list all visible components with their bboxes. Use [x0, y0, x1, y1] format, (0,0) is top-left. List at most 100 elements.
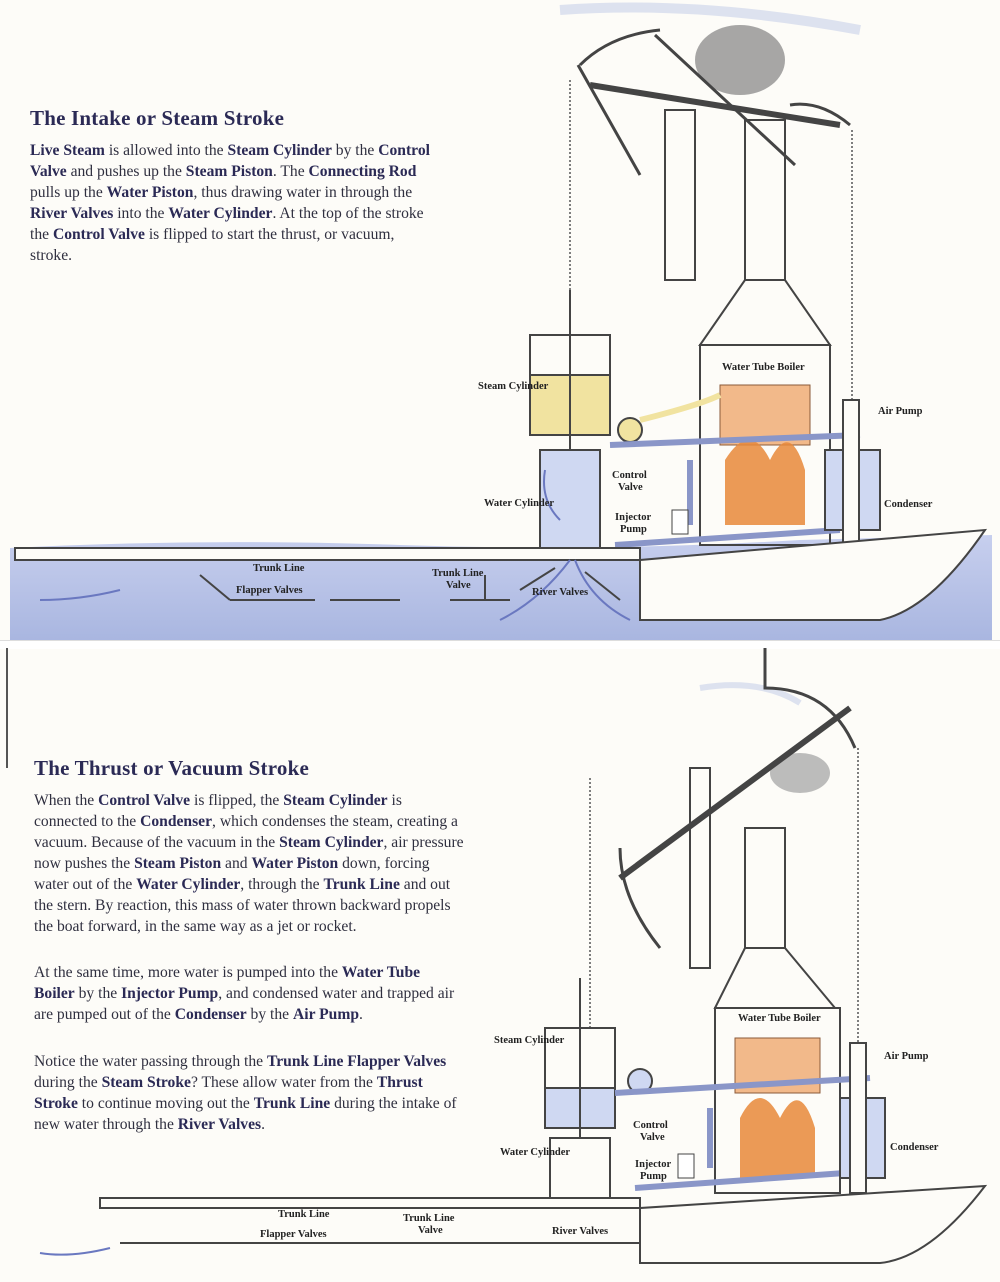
bold-term: Trunk Line — [323, 876, 400, 893]
boiler-frame — [699, 344, 831, 546]
text-run: pulls up the — [30, 184, 107, 201]
water-flow-arrows — [499, 469, 631, 621]
bold-term: Steam Cylinder — [279, 834, 384, 851]
bold-term: Air Pump — [293, 1006, 359, 1023]
text-run: into the — [113, 205, 169, 222]
bold-term: Live Steam — [30, 142, 105, 159]
label-water-tube-boiler: Water Tube Boiler — [722, 362, 805, 373]
text-run: ? These allow water from the — [190, 1074, 377, 1091]
text-run: is connected to the — [34, 792, 402, 830]
smoke-plume — [695, 25, 785, 95]
injector-pipe — [634, 1170, 846, 1191]
label-injector-pump-2: Pump — [620, 524, 647, 535]
label-flapper-valves: Flapper Valves — [236, 585, 303, 596]
text-run: and — [221, 855, 252, 872]
text-run: , through the — [240, 876, 324, 893]
boat-hull — [14, 528, 988, 621]
text-run: , air pressure now pushes the — [34, 834, 464, 872]
firebox-flames — [725, 440, 805, 525]
bold-term: Steam Piston — [185, 163, 273, 180]
chimney — [744, 827, 786, 949]
label-injector-pump-2: Pump — [640, 1171, 667, 1182]
stern-water-jet — [39, 1247, 111, 1256]
text-run: by the — [74, 985, 122, 1002]
condenser-pipe — [614, 1075, 871, 1096]
bold-term: Condenser — [140, 813, 213, 830]
text-run: is flipped, the — [190, 792, 284, 809]
chimney-post — [664, 109, 696, 281]
bold-term: Control Valve — [98, 792, 191, 809]
text-run: Notice the water passing through the — [34, 1053, 267, 1070]
walking-beam — [576, 28, 851, 176]
intake-stroke-diagram: Steam Cylinder Water Tube Boiler Air Pum… — [10, 2, 992, 640]
label-condenser: Condenser — [884, 499, 933, 510]
walking-beam — [618, 648, 857, 949]
bold-term: Steam Cylinder — [227, 142, 332, 159]
label-river-valves: River Valves — [552, 1226, 608, 1237]
text-run: When the — [34, 792, 99, 809]
label-steam-cylinder: Steam Cylinder — [494, 1035, 565, 1046]
bold-term: Trunk Line Flapper Valves — [266, 1053, 447, 1070]
text-run: and pushes up the — [66, 163, 186, 180]
thrust-stroke-description-2: At the same time, more water is pumped i… — [34, 962, 464, 1025]
bold-term: Control Valve — [30, 142, 430, 180]
bold-term: Injector Pump — [121, 985, 219, 1002]
label-air-pump: Air Pump — [884, 1051, 929, 1062]
label-control-valve-2: Valve — [640, 1132, 665, 1143]
boat-hull — [99, 1184, 988, 1264]
thrust-stroke-panel: Steam Cylinder Water Tube Boiler Air Pum… — [0, 648, 1000, 1282]
label-trunk-line-valve-2: Valve — [446, 580, 471, 591]
text-run: . — [359, 1006, 363, 1023]
thrust-stroke-description-1: When the Control Valve is flipped, the S… — [34, 790, 464, 937]
text-run: . At the top of the stroke the — [30, 205, 424, 243]
label-air-pump: Air Pump — [878, 406, 923, 417]
intake-stroke-description: Live Steam is allowed into the Steam Cyl… — [30, 140, 430, 266]
text-run: down, forcing water out of the — [34, 855, 430, 893]
label-trunk-line-valve-1: Trunk Line — [432, 568, 484, 579]
text-run: . The — [272, 163, 309, 180]
label-steam-cylinder: Steam Cylinder — [478, 381, 549, 392]
injector-pump — [671, 509, 689, 535]
text-run: , and condensed water and trapped air ar… — [34, 985, 455, 1023]
bold-term: Water Cylinder — [168, 205, 273, 222]
chimney — [744, 119, 786, 281]
bold-term: Thrust Stroke — [34, 1074, 423, 1112]
text-run: At the same time, more water is pumped i… — [34, 964, 342, 981]
text-run: , thus drawing water in through the — [193, 184, 413, 201]
text-run: and out the stern. By reaction, this mas… — [34, 876, 451, 935]
water-cylinder — [539, 449, 601, 551]
stern-water-flow — [39, 589, 121, 601]
water-cylinder — [549, 1137, 611, 1199]
label-water-cylinder: Water Cylinder — [500, 1147, 570, 1158]
intake-stroke-heading: The Intake or Steam Stroke — [30, 106, 285, 130]
bold-term: Water Piston — [106, 184, 194, 201]
intake-stroke-panel: Steam Cylinder Water Tube Boiler Air Pum… — [0, 0, 1000, 640]
label-water-cylinder: Water Cylinder — [484, 498, 554, 509]
label-control-valve-1: Control — [612, 470, 647, 481]
bold-term: Connecting Rod — [308, 163, 417, 180]
margin-mark — [6, 648, 8, 768]
bold-term: Water Piston — [251, 855, 339, 872]
text-run: to continue moving out the — [77, 1095, 254, 1112]
boiler-hood — [698, 279, 832, 346]
firebox-flames — [740, 1098, 815, 1178]
label-trunk-line-valve-2: Valve — [418, 1225, 443, 1236]
panel-divider — [0, 640, 1000, 649]
label-trunk-line: Trunk Line — [278, 1209, 330, 1220]
text-run: during the intake of new water through t… — [34, 1095, 457, 1133]
bold-term: River Valves — [177, 1116, 262, 1133]
bold-term: Trunk Line — [253, 1095, 331, 1112]
bold-term: Water Tube Boiler — [34, 964, 421, 1002]
text-run: , which condenses the steam, creating a … — [34, 813, 458, 851]
text-run: during the — [34, 1074, 102, 1091]
label-river-valves: River Valves — [532, 587, 588, 598]
thrust-stroke-diagram: Steam Cylinder Water Tube Boiler Air Pum… — [39, 648, 988, 1264]
text-run: by the — [246, 1006, 293, 1023]
chimney-post — [689, 767, 711, 969]
smoke-plume — [770, 753, 830, 793]
steam-wisp — [699, 682, 802, 706]
bold-term: Water Cylinder — [136, 876, 241, 893]
air-pump — [842, 399, 860, 551]
control-valve — [617, 417, 643, 443]
text-run: is flipped to start the thrust, or vacuu… — [30, 226, 395, 264]
